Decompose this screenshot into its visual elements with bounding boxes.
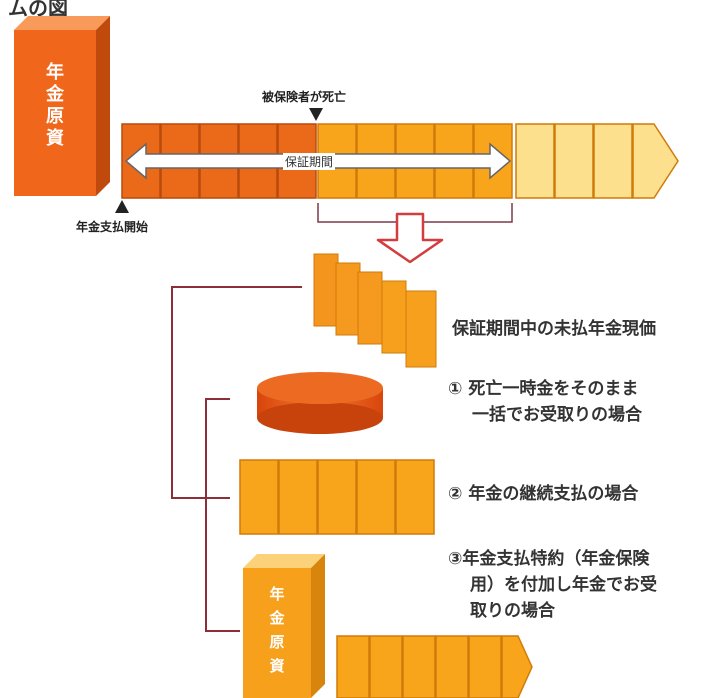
option-text-line: 用）を付加し年金でお受 xyxy=(470,575,657,595)
header-fragment: ムの図 xyxy=(8,0,68,20)
option-text-line: 一括でお受取りの場合 xyxy=(472,405,642,425)
payment-start-label: 年金支払開始 xyxy=(76,220,149,234)
option-text-line: 年金支払特約（年金保険 xyxy=(462,549,650,569)
annuity-payment-blocks xyxy=(336,635,533,698)
pillar-char: 資 xyxy=(269,657,285,675)
pillar-pension-fund-2 xyxy=(243,554,325,698)
option-number: ② xyxy=(448,484,463,504)
death-label: 被保険者が死亡 xyxy=(262,90,347,104)
present-value-label: 保証期間中の未払年金現価 xyxy=(452,319,656,339)
fanned-blocks xyxy=(313,253,437,368)
option-number: ③ xyxy=(448,549,463,569)
pillar-label: 年 金 原 資 xyxy=(14,62,96,150)
option-number: ① xyxy=(448,379,463,399)
guarantee-period-label: 保証期間 xyxy=(283,153,336,170)
lump-sum-disk xyxy=(257,372,383,434)
pillar-char: 金 xyxy=(46,84,64,105)
pillar-pension-fund xyxy=(14,16,110,196)
pillar-label-2: 年 金 原 資 xyxy=(243,582,311,678)
death-marker-icon xyxy=(309,108,323,121)
pillar-char: 年 xyxy=(269,585,285,603)
option-text-line: 死亡一時金をそのまま xyxy=(468,379,639,399)
pillar-char: 原 xyxy=(46,106,64,127)
option-2: ② 年金の継続支払の場合 xyxy=(448,481,638,507)
pillar-char: 年 xyxy=(46,62,64,83)
connector-lines xyxy=(171,286,302,632)
option-text-line: 年金の継続支払の場合 xyxy=(468,484,639,504)
pillar-char: 資 xyxy=(46,128,64,149)
option-3: ③年金支払特約（年金保険 用）を付加し年金でお受 取りの場合 xyxy=(448,546,657,624)
option-1: ① 死亡一時金をそのまま 一括でお受取りの場合 xyxy=(448,376,642,428)
light-blocks xyxy=(515,123,679,199)
pillar-char: 金 xyxy=(269,609,285,627)
option-text-line: 取りの場合 xyxy=(470,601,555,621)
start-marker-icon xyxy=(115,200,129,213)
continued-payment-blocks xyxy=(239,459,435,535)
pillar-char: 原 xyxy=(269,633,285,651)
down-arrow-icon xyxy=(376,212,444,264)
